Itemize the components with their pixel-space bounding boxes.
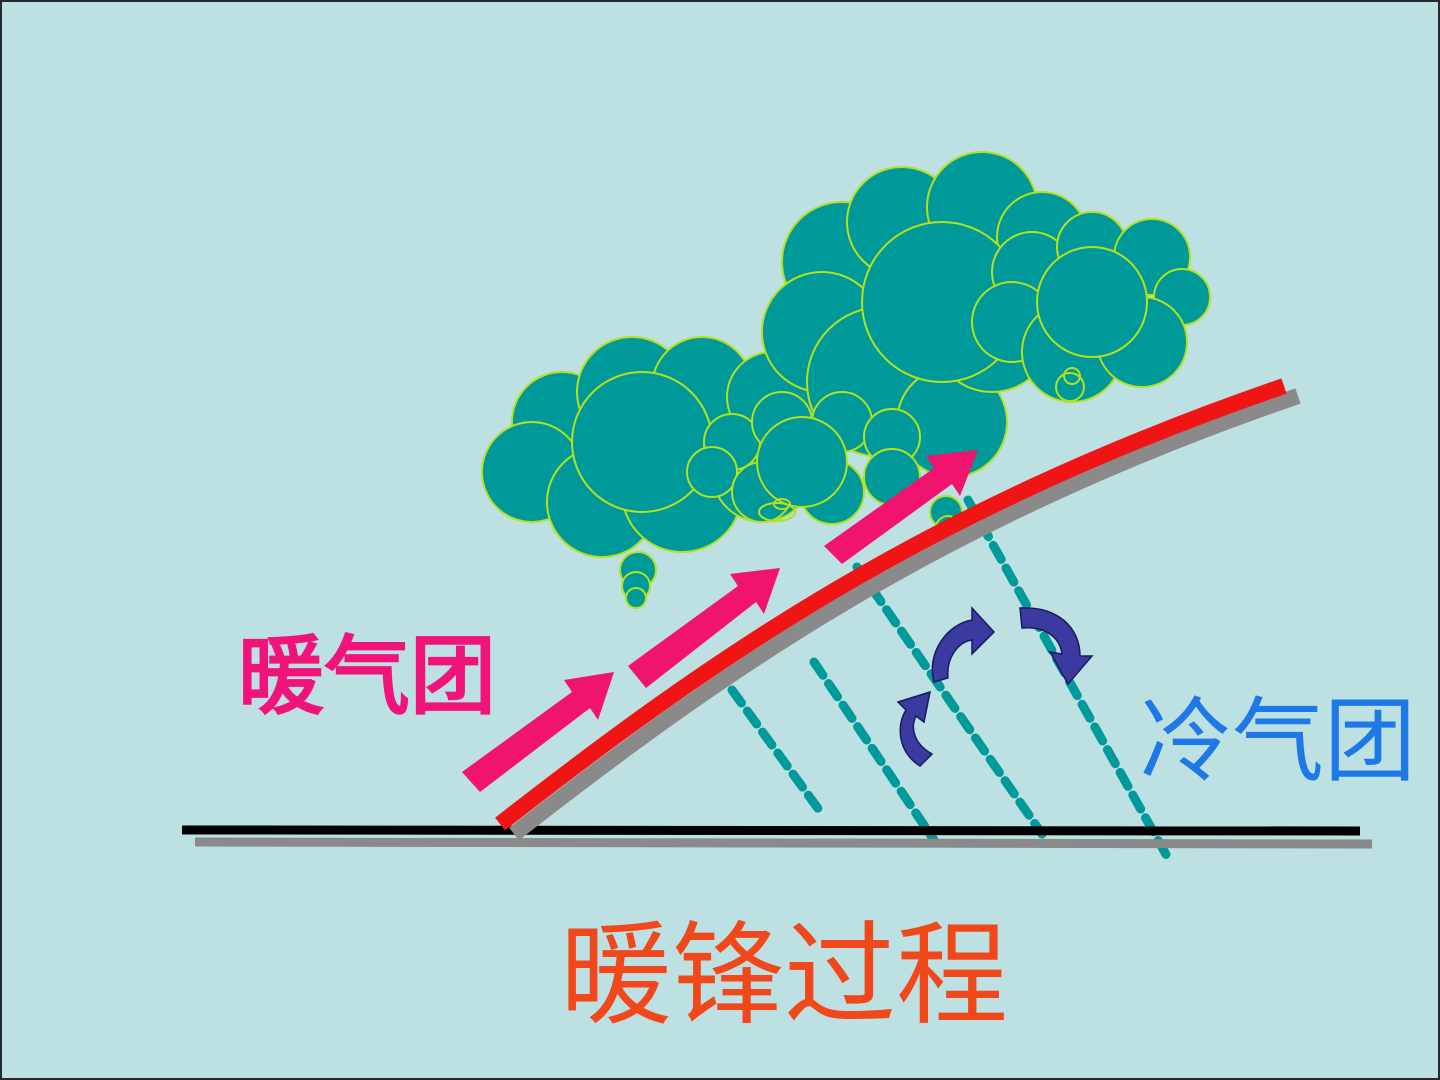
diagram-title: 暖锋过程 <box>560 911 1008 1041</box>
cold-air-mass-label: 冷气团 <box>1140 688 1417 795</box>
warm-arrow-3 <box>824 450 978 564</box>
rain-streak <box>852 562 1047 839</box>
warm-arrow-1 <box>462 672 614 792</box>
cold-air-arrows <box>896 606 1094 767</box>
front-line <box>495 378 1287 831</box>
rain-streak <box>727 685 827 819</box>
warm-air-arrows <box>462 450 978 792</box>
warm-arrow-2 <box>628 568 780 688</box>
cold-arrow-3 <box>1019 607 1094 686</box>
rain-streaks <box>727 495 1173 863</box>
cold-arrow-2 <box>931 606 996 683</box>
rain-streak <box>809 657 939 845</box>
warm-air-mass-label: 暖气团 <box>238 627 496 727</box>
cloud-right <box>971 211 1211 403</box>
cold-arrow-1 <box>896 690 934 767</box>
ground-line <box>181 825 1361 836</box>
ground <box>181 825 1373 849</box>
ground-shadow <box>194 837 1373 849</box>
front-shadow <box>509 388 1301 841</box>
cloud-group <box>481 151 1211 609</box>
front-surface <box>495 378 1301 841</box>
